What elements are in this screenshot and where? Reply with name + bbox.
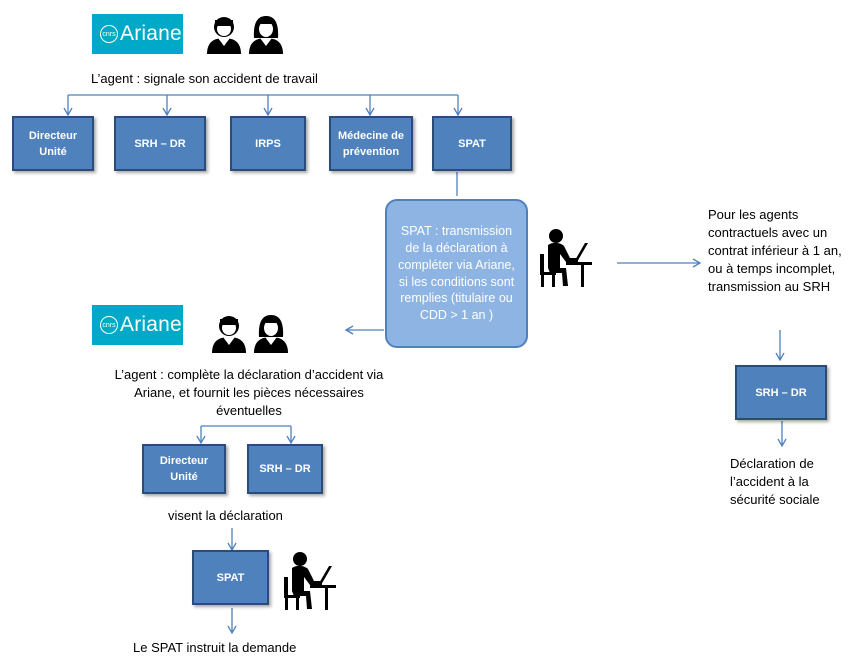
- ariane-logo: cnrs Ariane: [92, 305, 183, 345]
- spat-box: SPAT: [432, 116, 512, 171]
- srh-dr-mid-box: SRH – DR: [247, 444, 323, 494]
- contractuels-text: Pour les agents contractuels avec un con…: [708, 207, 842, 294]
- irps-box: IRPS: [230, 116, 306, 171]
- srh-dr-right-box: SRH – DR: [735, 365, 827, 420]
- agent-complete-text: L’agent : complète la déclaration d’acci…: [114, 367, 384, 418]
- ariane-wordmark: Ariane: [120, 22, 182, 45]
- directeur-unite-mid-box: Directeur Unité: [142, 444, 226, 494]
- spat-transmission-bubble: SPAT : transmission de la déclaration à …: [385, 199, 528, 348]
- agents-icon: [207, 16, 283, 54]
- directeur-unite-box: Directeur Unité: [12, 116, 94, 171]
- worker-at-desk-icon: [540, 229, 592, 287]
- visent-declaration-text: visent la déclaration: [168, 508, 283, 523]
- spat-bottom-box: SPAT: [192, 550, 269, 605]
- agent-signal-text: L’agent : signale son accident de travai…: [91, 71, 318, 86]
- cnrs-badge: cnrs: [100, 25, 118, 43]
- cnrs-badge: cnrs: [100, 316, 118, 334]
- declaration-secu-text: Déclaration de l’accident à la sécurité …: [730, 456, 820, 507]
- spat-instruit-text: Le SPAT instruit la demande: [133, 640, 297, 655]
- agents-icon: [212, 315, 288, 353]
- medecine-prevention-box: Médecine de prévention: [329, 116, 413, 171]
- ariane-logo: cnrs Ariane: [92, 14, 183, 54]
- ariane-wordmark: Ariane: [120, 313, 182, 336]
- srh-dr-box: SRH – DR: [114, 116, 206, 171]
- worker-at-desk-icon: [284, 552, 336, 610]
